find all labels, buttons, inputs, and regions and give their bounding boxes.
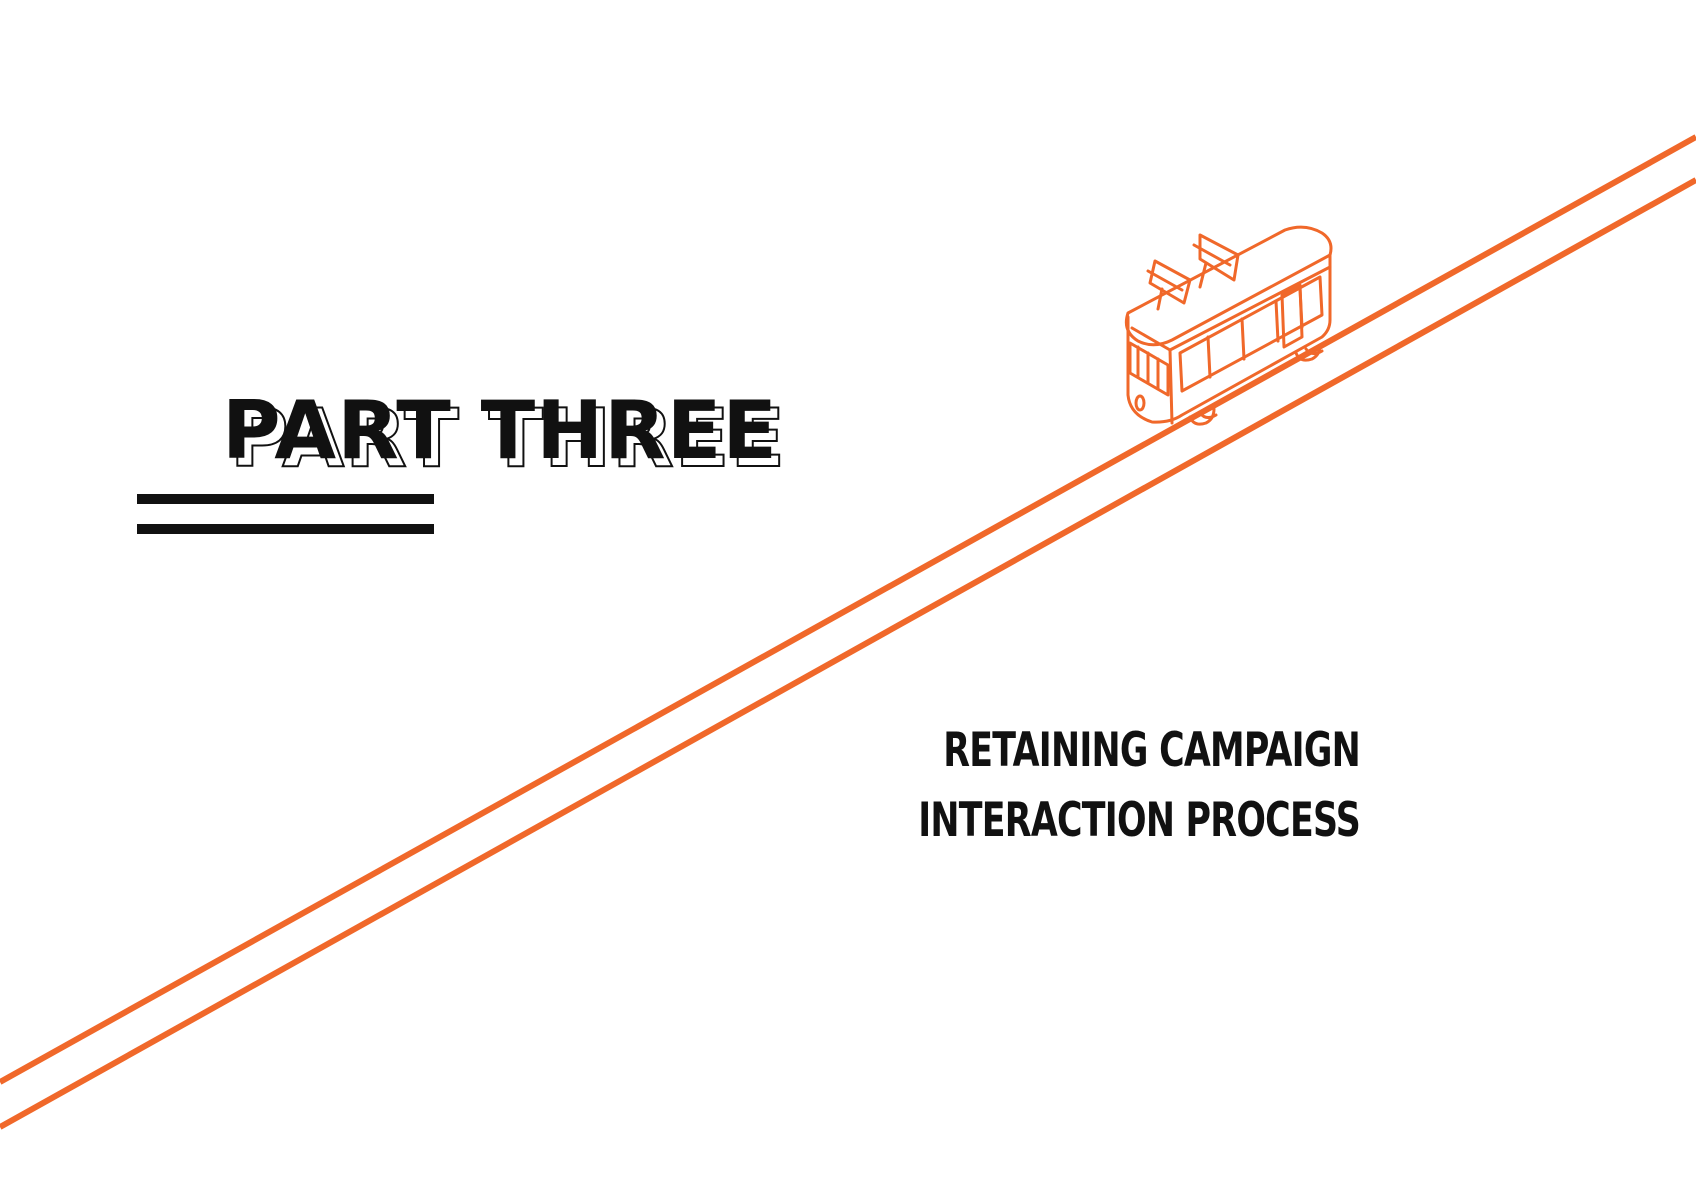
tram-door [1280, 283, 1304, 349]
title-rule-top [137, 494, 434, 504]
tram-front-window [1128, 341, 1170, 397]
tram-body [1126, 253, 1332, 424]
tram-wheels [1188, 407, 1218, 426]
tram-icon [1124, 225, 1333, 426]
tram-side-windows [1178, 275, 1324, 393]
subtitle-line-2: INTERACTION PROCESS [918, 793, 1361, 848]
rail-upper [0, 134, 1696, 1085]
section-subtitle: RETAINING CAMPAIGN INTERACTION PROCESS [918, 716, 1361, 856]
rail-lower [0, 177, 1696, 1130]
title-rule-bottom [137, 524, 434, 534]
subtitle-line-1: RETAINING CAMPAIGN [943, 723, 1361, 778]
page-title: PART THREE PART THREE [222, 384, 782, 486]
page-title-shadow: PART THREE [230, 392, 782, 485]
pantograph-rear [1192, 233, 1240, 289]
tram-headlight [1134, 394, 1146, 412]
page-title-text: PART THREE [222, 384, 778, 477]
